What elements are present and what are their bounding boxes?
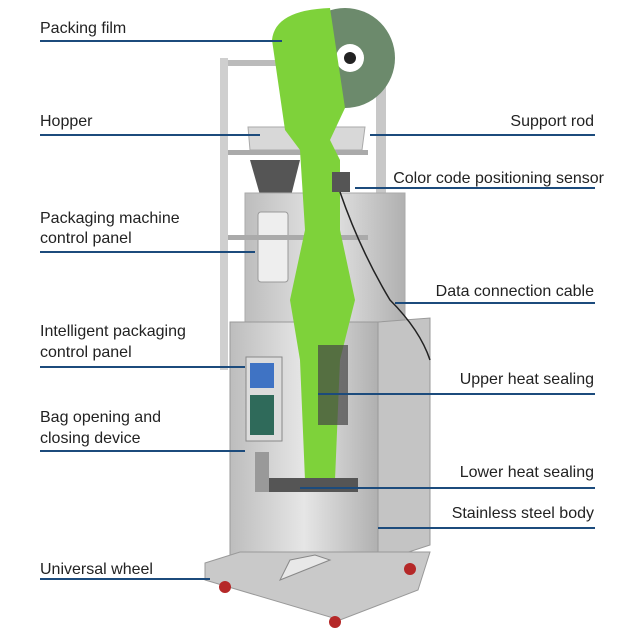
control-panel-screen	[250, 363, 274, 388]
label-bag-device-2: closing device	[40, 430, 141, 447]
leader-line	[40, 40, 282, 42]
upper-heat-sealer	[318, 345, 348, 425]
label-packing-film: Packing film	[40, 20, 127, 37]
frame-crossbar	[228, 235, 368, 240]
packaging-control-panel	[257, 211, 289, 283]
leader-line	[378, 527, 595, 529]
leader-line	[318, 393, 595, 395]
label-data-cable: Data connection cable	[435, 283, 594, 300]
leader-line	[395, 302, 595, 304]
label-packaging-panel: Packaging machine	[40, 210, 180, 227]
support-rod	[376, 48, 386, 248]
chute	[278, 554, 332, 581]
film-roll-axle	[344, 52, 356, 64]
frame-crossbar	[228, 150, 368, 155]
label-support-rod: Support rod	[510, 113, 594, 130]
label-bag-device: Bag opening and	[40, 409, 161, 426]
leader-line	[40, 578, 210, 580]
label-stainless-steel-body: Stainless steel body	[451, 505, 594, 522]
label-intelligent-panel: Intelligent packaging	[40, 323, 186, 340]
wheel	[329, 616, 341, 628]
label-universal-wheel: Universal wheel	[40, 561, 153, 578]
leader-line	[355, 187, 595, 189]
wheel	[404, 563, 416, 575]
leader-line	[300, 487, 595, 489]
data-cable	[339, 191, 431, 361]
label-intelligent-panel-2: control panel	[40, 344, 132, 361]
lower-heat-sealer	[268, 478, 358, 492]
stainless-body-side	[377, 317, 431, 563]
base-plate	[204, 551, 431, 621]
label-color-sensor: Color code positioning sensor	[393, 170, 604, 187]
control-panel-keypad	[250, 395, 274, 435]
leader-line	[40, 450, 245, 452]
label-packaging-panel-2: control panel	[40, 230, 132, 247]
leader-line	[40, 134, 260, 136]
leader-line	[40, 366, 245, 368]
label-upper-heat-sealing: Upper heat sealing	[459, 371, 594, 388]
hopper-funnel	[250, 160, 300, 200]
leader-line	[40, 251, 255, 253]
label-lower-heat-sealing: Lower heat sealing	[459, 464, 594, 481]
color-sensor	[332, 172, 350, 192]
leader-line	[370, 134, 595, 136]
frame-crossbar	[228, 60, 283, 66]
frame-post	[220, 58, 228, 370]
wheel	[219, 581, 231, 593]
bag-opening-device	[255, 452, 269, 492]
label-hopper: Hopper	[40, 113, 93, 130]
